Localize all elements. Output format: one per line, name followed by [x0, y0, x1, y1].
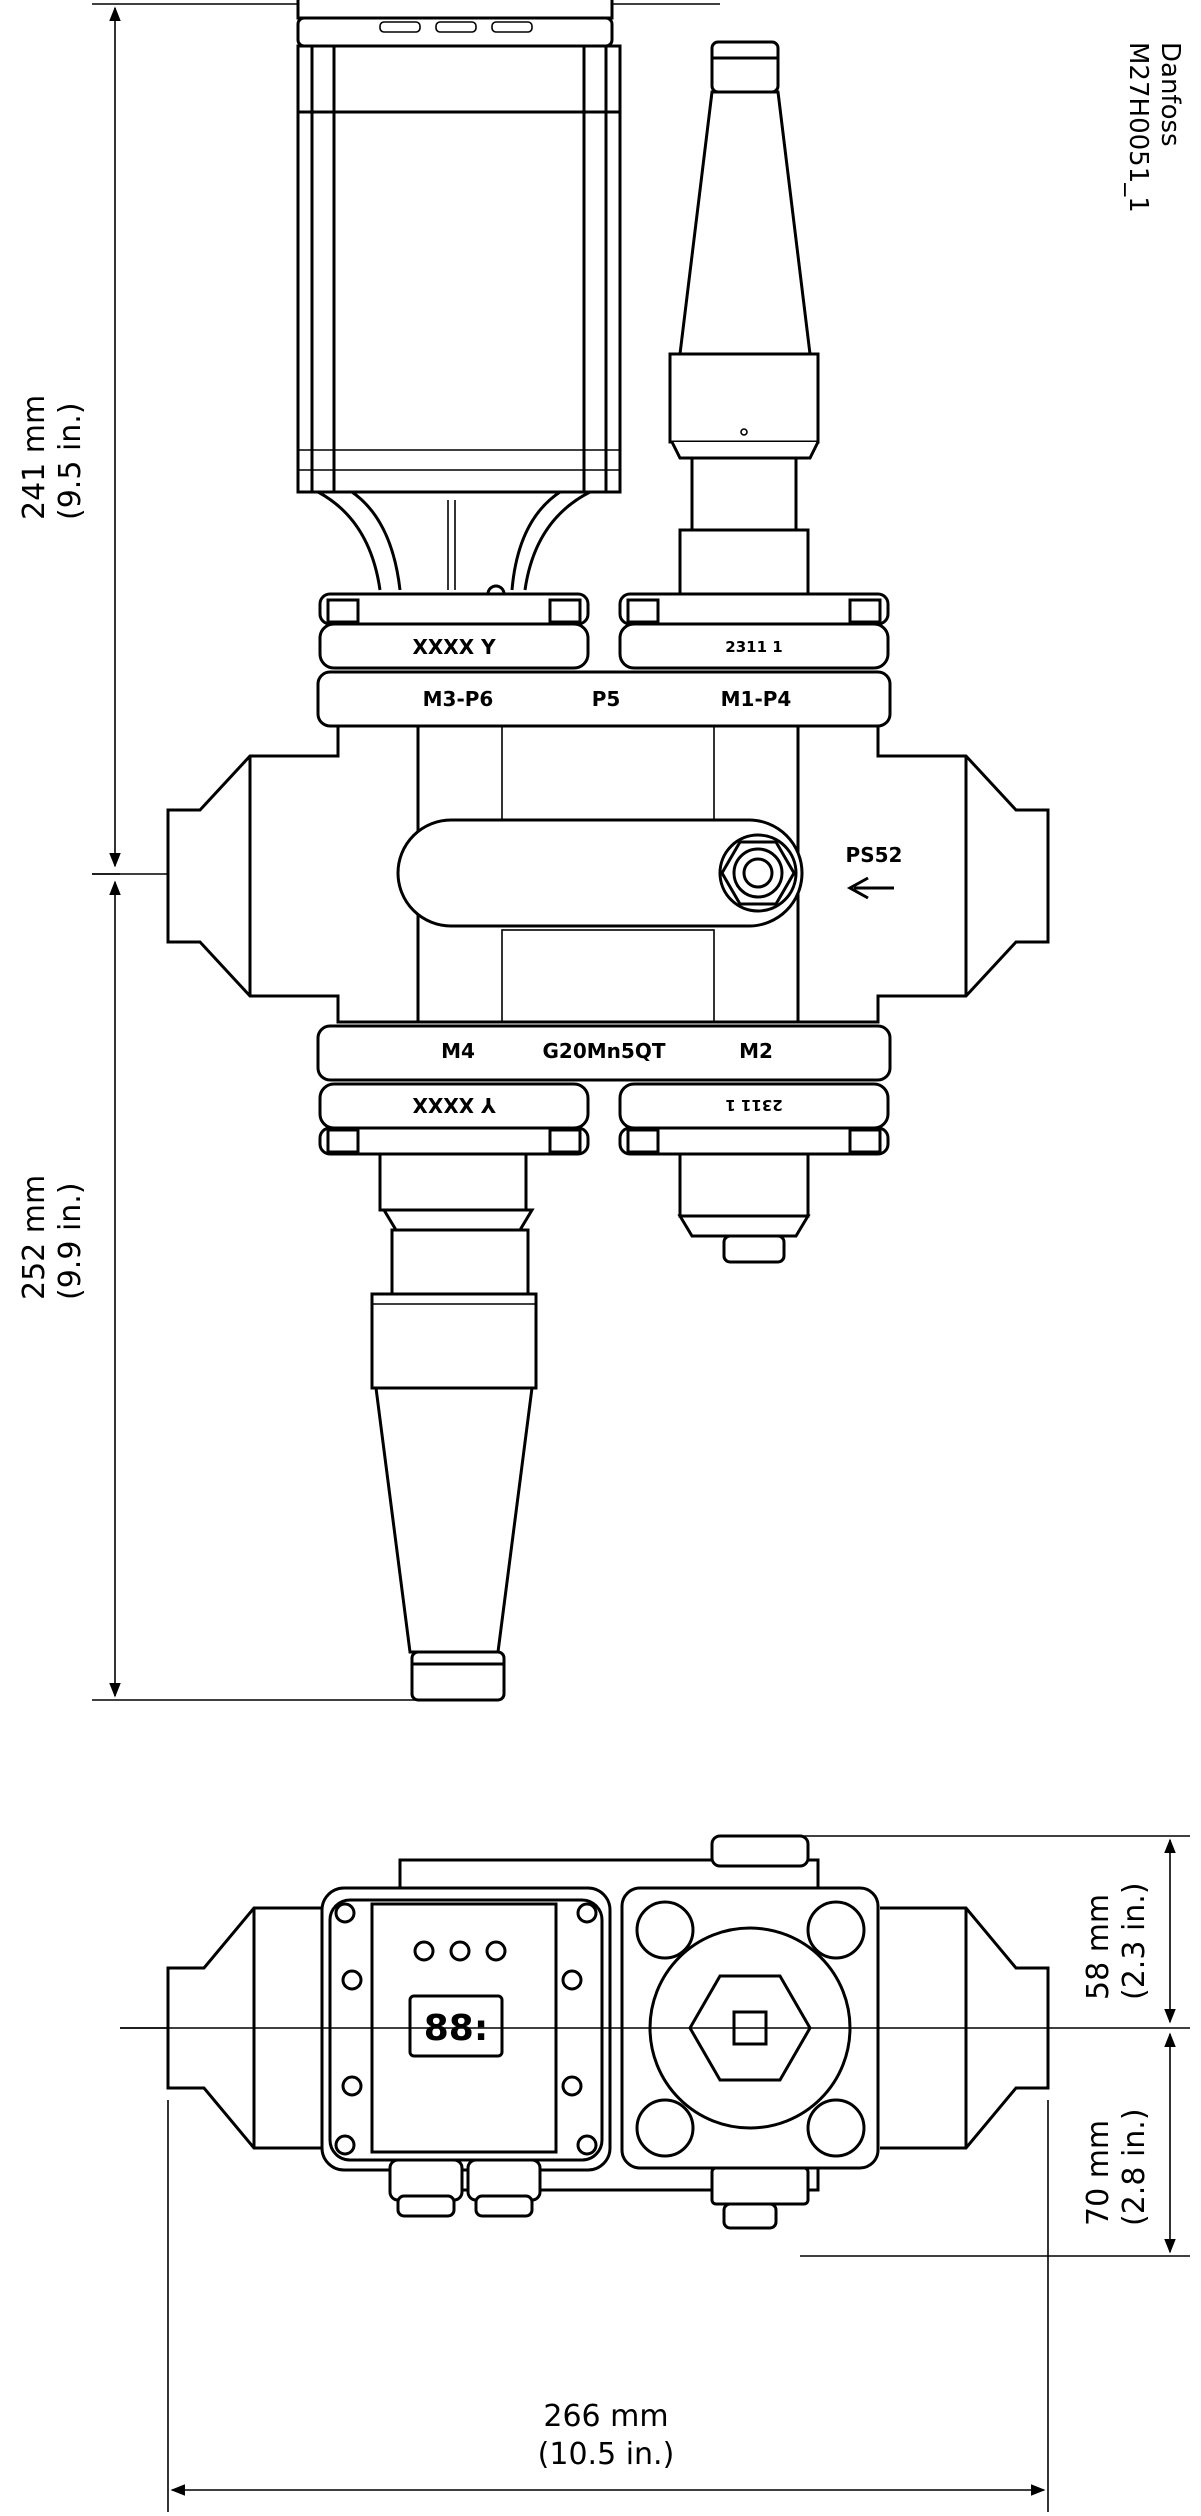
dim-label-266mm: 266 mm (10.5 in.) [538, 2399, 675, 2472]
actuator-housing [296, 0, 622, 604]
cable-gland-right [466, 2158, 542, 2202]
drawing-code: Danfoss M27H0051_1 [1123, 42, 1185, 213]
dim-label-58mm: 58 mm (2.3 in.) [1081, 1882, 1152, 2000]
cover-mark-bottom-right: 2311 1 [725, 1096, 782, 1114]
cover-mark-top-left: XXXX Y [412, 635, 496, 659]
indicator-led-1 [413, 1940, 435, 1962]
bottom-left-stem [370, 1152, 538, 1702]
front-view: 241 mm (9.5 in.) 252 mm (9.9 in.) [17, 0, 1050, 1702]
body-mark-m1p4: M1-P4 [721, 687, 792, 711]
body-mark-m4: M4 [441, 1039, 475, 1063]
plan-bottom-stub [722, 2202, 778, 2230]
actuator-head-plan: 88: [320, 1886, 612, 2218]
dimensions-top-height-mm: 241 mm [17, 395, 52, 520]
port-mark-ps52: PS52 [846, 843, 903, 867]
cable-gland-left [388, 2158, 464, 2202]
dim-label-241mm: 241 mm (9.5 in.) [17, 395, 88, 520]
body-mark-m2: M2 [739, 1039, 773, 1063]
cover-mark-top-right: 2311 1 [725, 638, 782, 656]
flow-arrow [846, 876, 894, 900]
dimensions-bottom-height-in: (9.9 in.) [53, 1182, 88, 1300]
figure-code-line2: M27H0051_1 [1123, 42, 1153, 213]
display-window [408, 1994, 504, 2058]
cover-mark-bottom-left: Y XXXX [412, 1093, 497, 1117]
indicator-led-3 [485, 1940, 507, 1962]
dimensions-lower-depth-in: (2.8 in.) [1117, 2108, 1152, 2226]
dimensions-total-width-in: (10.5 in.) [538, 2437, 675, 2472]
dimensions-upper-depth-mm: 58 mm [1081, 1894, 1116, 2000]
body-mark-p5: P5 [592, 687, 621, 711]
figure-code-line1: Danfoss [1155, 42, 1185, 147]
plan-top-stem-nut [710, 1834, 810, 1868]
dimensions-upper-depth-in: (2.3 in.) [1117, 1882, 1152, 2000]
dimensions-top-height-in: (9.5 in.) [53, 402, 88, 520]
dimensions-bottom-height-mm: 252 mm [17, 1175, 52, 1300]
dimensions-total-width-mm: 266 mm [543, 2399, 668, 2434]
dim-label-252mm: 252 mm (9.9 in.) [17, 1175, 88, 1300]
valve-body: M3-P6 P5 M1-P4 PS52 M4 G20Mn5QT M2 [166, 670, 1050, 1082]
top-right-stem [668, 40, 820, 602]
bottom-right-stub [677, 1152, 811, 1264]
dimensions-lower-depth-mm: 70 mm [1081, 2120, 1116, 2226]
body-mark-g20mn5qt: G20Mn5QT [543, 1039, 666, 1063]
dim-label-70mm: 70 mm (2.8 in.) [1081, 2108, 1152, 2226]
top-covers: XXXX Y 2311 1 [318, 592, 890, 670]
bottom-covers: Y XXXX 2311 1 [318, 1082, 890, 1156]
plan-view: 58 mm (2.3 in.) 70 mm (2.8 in.) 266 mm (… [120, 1834, 1190, 2512]
indicator-led-2 [449, 1940, 471, 1962]
body-mark-m3p6: M3-P6 [423, 687, 494, 711]
